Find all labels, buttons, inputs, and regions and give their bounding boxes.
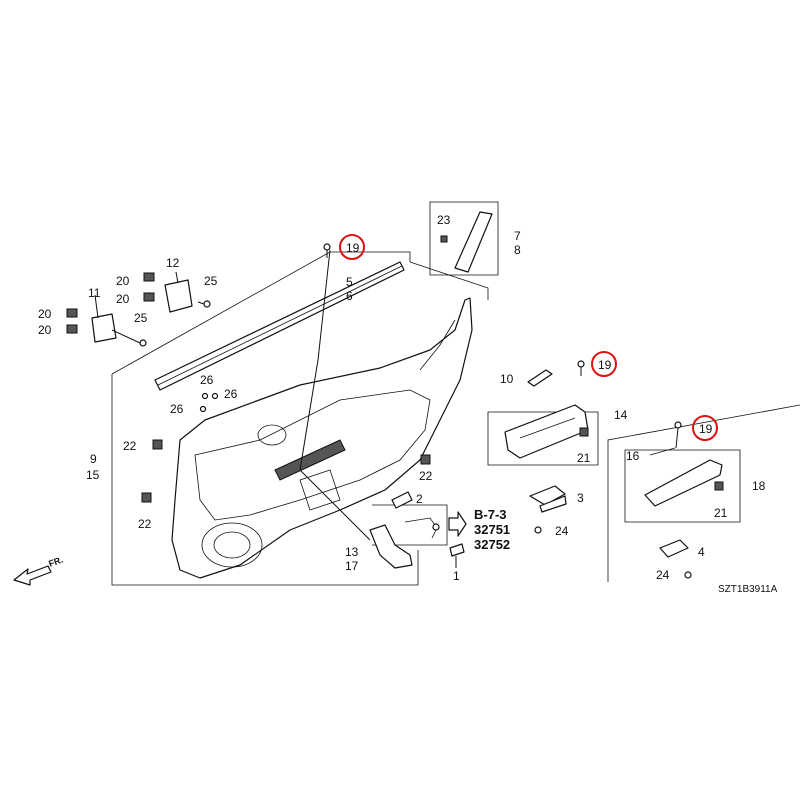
callout-16[interactable]: 16	[626, 449, 640, 463]
reference-arrow	[448, 511, 467, 537]
callout-24[interactable]: 24	[656, 568, 670, 582]
part-13-pull-pocket	[369, 524, 413, 569]
rear-door-section-frame	[607, 404, 800, 582]
callout-4[interactable]: 4	[698, 545, 705, 559]
callout-25[interactable]: 25	[204, 274, 218, 288]
part-4-bracket	[659, 539, 689, 558]
callout-22[interactable]: 22	[419, 469, 433, 483]
callout-2[interactable]: 2	[416, 492, 423, 506]
bracket-12	[164, 279, 193, 313]
callout-26[interactable]: 26	[170, 402, 184, 416]
front-direction-arrow: FR.	[13, 555, 64, 586]
callout-26[interactable]: 26	[200, 373, 214, 387]
callout-1[interactable]: 1	[453, 569, 460, 583]
callout-19-highlight-middle	[591, 351, 617, 377]
reference-32752[interactable]: 32752	[474, 537, 510, 552]
lower-lining-group-frame	[372, 504, 448, 546]
callout-26[interactable]: 26	[224, 387, 238, 401]
clip-20-group	[66, 272, 155, 334]
callout-7[interactable]: 7	[514, 229, 521, 243]
callout-6[interactable]: 6	[346, 289, 353, 303]
reference-b-7-3[interactable]: B-7-3	[474, 507, 507, 522]
callout-19-highlight-top	[339, 234, 365, 260]
diagram-code: SZT1B3911A	[718, 584, 778, 595]
callout-20[interactable]: 20	[116, 292, 130, 306]
callout-20[interactable]: 20	[116, 274, 130, 288]
door-garnish	[454, 211, 493, 273]
callout-21[interactable]: 21	[714, 506, 728, 520]
callout-10[interactable]: 10	[500, 372, 514, 386]
direction-label: FR.	[47, 555, 64, 569]
callout-19-highlight-right	[692, 415, 718, 441]
callout-19[interactable]: 19	[346, 241, 360, 255]
reference-32751[interactable]: 32751	[474, 522, 510, 537]
bracket-11	[91, 313, 117, 343]
callout-21[interactable]: 21	[577, 451, 591, 465]
door-lining-group-frame	[111, 251, 489, 586]
rear-panel-group-frame	[624, 449, 741, 523]
callout-24[interactable]: 24	[555, 524, 569, 538]
part-1-clip	[449, 543, 465, 557]
callout-20[interactable]: 20	[38, 307, 52, 321]
screw-25	[203, 300, 211, 308]
part-2-lever	[391, 491, 413, 509]
callout-20[interactable]: 20	[38, 323, 52, 337]
callout-22[interactable]: 22	[138, 517, 152, 531]
switch-panel-14	[504, 404, 589, 459]
callout-11[interactable]: 11	[88, 286, 101, 300]
part-10-cover	[527, 369, 553, 387]
callout-23[interactable]: 23	[437, 213, 451, 227]
callout-15[interactable]: 15	[86, 468, 100, 482]
garnish-group-frame	[429, 201, 499, 276]
door-lining-panel	[171, 297, 473, 579]
callout-13[interactable]: 13	[345, 545, 359, 559]
callout-17[interactable]: 17	[345, 559, 359, 573]
rear-switch-panel-18	[644, 459, 723, 507]
callout-14[interactable]: 14	[614, 408, 628, 422]
callout-5[interactable]: 5	[346, 275, 353, 289]
callout-18[interactable]: 18	[752, 479, 766, 493]
callout-22[interactable]: 22	[123, 439, 137, 453]
switch-3	[529, 485, 566, 506]
callout-9[interactable]: 9	[90, 452, 97, 466]
callout-19[interactable]: 19	[598, 358, 612, 372]
callout-25[interactable]: 25	[134, 311, 148, 325]
callout-3[interactable]: 3	[577, 491, 584, 505]
callout-12[interactable]: 12	[166, 256, 180, 270]
callout-19[interactable]: 19	[699, 422, 713, 436]
callout-8[interactable]: 8	[514, 243, 521, 257]
